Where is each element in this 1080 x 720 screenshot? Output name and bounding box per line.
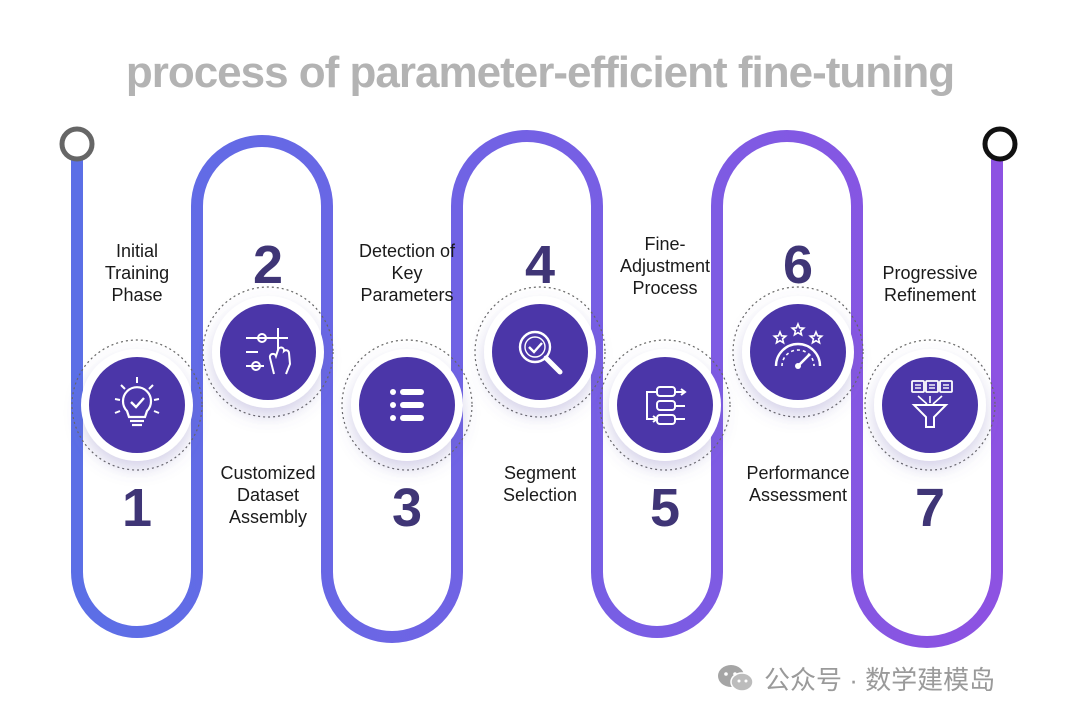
step-node-halo (71, 339, 203, 471)
flow-blocks-icon (646, 386, 687, 425)
step-node-halo (864, 339, 996, 471)
step-label-6: Performance Assessment (746, 463, 850, 505)
step-number-3: 3 (391, 478, 423, 538)
track-end-marker (982, 126, 1018, 162)
wechat-icon (718, 665, 754, 692)
step-node-halo (732, 286, 864, 418)
step-node-circle (220, 304, 316, 400)
step-label-2: Customized Dataset Assembly (220, 463, 316, 527)
diagram-title: process of parameter-efficient fine-tuni… (125, 48, 955, 97)
lightbulb-check-icon (114, 377, 160, 427)
step-node-halo (202, 286, 334, 418)
step-number-4: 4 (524, 235, 556, 295)
step-label-4: Segment Selection (502, 463, 578, 505)
step-label-5: Fine-Adjustment Process (619, 234, 711, 298)
step-number-6: 6 (782, 235, 814, 295)
step-node-circle (617, 357, 713, 453)
step-node-halo (599, 339, 731, 471)
touch-sliders-icon (246, 328, 292, 375)
track-start-marker (59, 126, 95, 162)
watermark: 公众号 · 数学建模岛 (716, 660, 995, 696)
serpentine-track (71, 130, 1003, 648)
gauge-stars-icon (772, 321, 824, 369)
step-number-7: 7 (914, 478, 946, 538)
step-number-5: 5 (649, 478, 681, 538)
step-number-1: 1 (121, 478, 153, 538)
list-icon (390, 389, 424, 421)
step-node-halo (341, 339, 473, 471)
step-label-1: Initial Training Phase (104, 241, 170, 305)
funnel-docs-icon (911, 380, 953, 428)
step-label-3: Detection of Key Parameters (358, 241, 456, 305)
step-node-halo (474, 286, 606, 418)
step-label-7: Progressive Refinement (882, 263, 978, 305)
step-number-2: 2 (252, 235, 284, 295)
magnifier-check-icon (518, 330, 563, 375)
step-node-circle (492, 304, 588, 400)
watermark-text: 公众号 · 数学建模岛 (764, 664, 996, 695)
step-node-circle (750, 304, 846, 400)
